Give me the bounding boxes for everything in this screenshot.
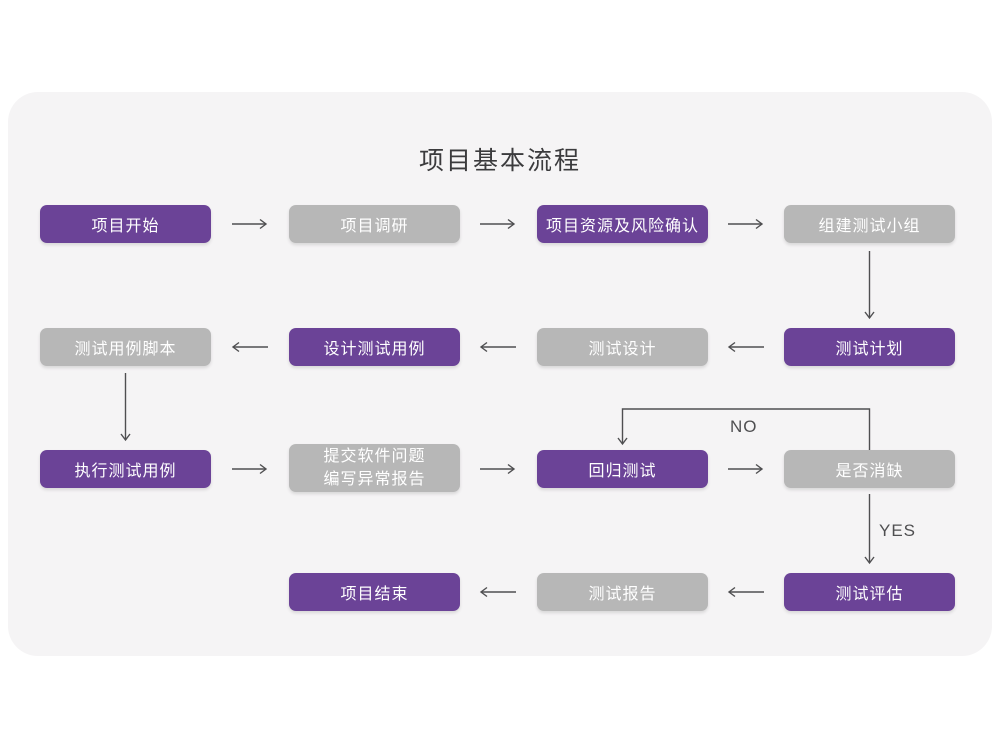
node-label: 组建测试小组 xyxy=(818,218,921,235)
node-regression-test: 回归测试 xyxy=(537,450,708,488)
node-label: 是否消缺 xyxy=(835,463,904,480)
node-form-test-team: 组建测试小组 xyxy=(784,205,955,243)
node-test-plan: 测试计划 xyxy=(784,328,955,366)
node-label: 项目结束 xyxy=(340,586,409,603)
node-test-evaluation: 测试评估 xyxy=(784,573,955,611)
node-label: 项目开始 xyxy=(91,218,160,235)
node-label: 项目调研 xyxy=(340,218,409,235)
node-label-line2: 编写异常报告 xyxy=(323,471,426,488)
node-defect-resolved: 是否消缺 xyxy=(784,450,955,488)
node-test-design: 测试设计 xyxy=(537,328,708,366)
node-label: 测试报告 xyxy=(588,586,657,603)
node-label: 测试计划 xyxy=(835,341,904,358)
page-title: 项目基本流程 xyxy=(418,147,581,175)
node-label: 项目资源及风险确认 xyxy=(545,218,699,235)
yes-branch-label: YES xyxy=(879,521,917,540)
node-label-line1: 提交软件问题 xyxy=(323,448,426,465)
node-project-start: 项目开始 xyxy=(40,205,211,243)
flowchart-card xyxy=(8,92,992,656)
node-test-report: 测试报告 xyxy=(537,573,708,611)
node-label: 测试设计 xyxy=(588,341,657,358)
node-submit-issues-report: 提交软件问题 编写异常报告 xyxy=(289,444,460,492)
node-test-case-scripts: 测试用例脚本 xyxy=(40,328,211,366)
node-project-research: 项目调研 xyxy=(289,205,460,243)
no-branch-label: NO xyxy=(730,417,758,436)
node-resources-risk-confirm: 项目资源及风险确认 xyxy=(537,205,708,243)
node-design-test-cases: 设计测试用例 xyxy=(289,328,460,366)
node-execute-test-cases: 执行测试用例 xyxy=(40,450,211,488)
node-label: 测试用例脚本 xyxy=(74,341,177,358)
node-project-end: 项目结束 xyxy=(289,573,460,611)
node-label: 回归测试 xyxy=(588,463,657,480)
node-label: 测试评估 xyxy=(835,586,904,603)
node-label: 设计测试用例 xyxy=(323,341,426,358)
node-label: 执行测试用例 xyxy=(74,463,177,480)
